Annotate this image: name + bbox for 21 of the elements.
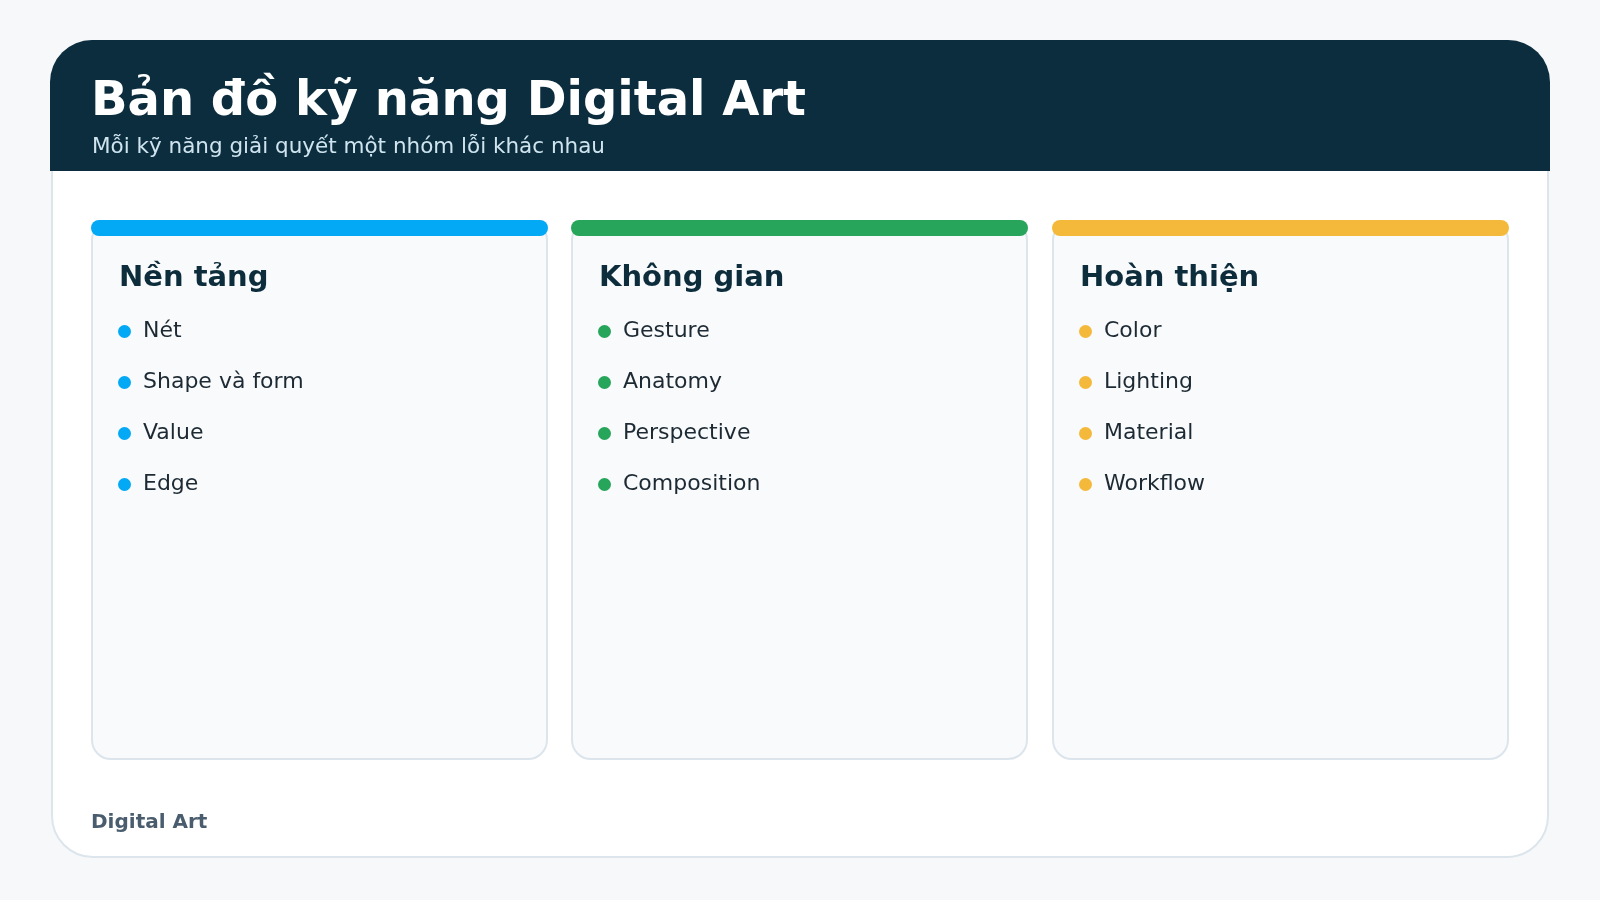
list-item-text: Perspective bbox=[623, 419, 751, 446]
list-item-text: Gesture bbox=[623, 317, 710, 344]
footer-text: Digital Art bbox=[91, 809, 208, 833]
card-heading: Nền tảng bbox=[119, 259, 269, 294]
subtitle: Mỗi kỹ năng giải quyết một nhóm lỗi khác nhau bbox=[92, 133, 605, 159]
list-item-text: Workflow bbox=[1104, 470, 1206, 497]
list-item-text: Shape và form bbox=[143, 368, 304, 395]
list-item-text: Color bbox=[1104, 317, 1162, 344]
list-item-text: Lighting bbox=[1104, 368, 1193, 395]
list-item-text: Nét bbox=[143, 317, 182, 344]
skill-card bbox=[91, 220, 548, 760]
slide-title: Bản đồ kỹ năng Digital Art bbox=[91, 71, 806, 127]
list-item-text: Anatomy bbox=[623, 368, 722, 395]
list-item-text: Composition bbox=[623, 470, 761, 497]
skill-card bbox=[571, 220, 1028, 760]
list-item-text: Material bbox=[1104, 419, 1194, 446]
card-heading: Không gian bbox=[599, 259, 785, 294]
skill-card bbox=[1052, 220, 1509, 760]
card-heading: Hoàn thiện bbox=[1080, 259, 1260, 294]
list-item-text: Value bbox=[143, 419, 204, 446]
list-item-text: Edge bbox=[143, 470, 199, 497]
